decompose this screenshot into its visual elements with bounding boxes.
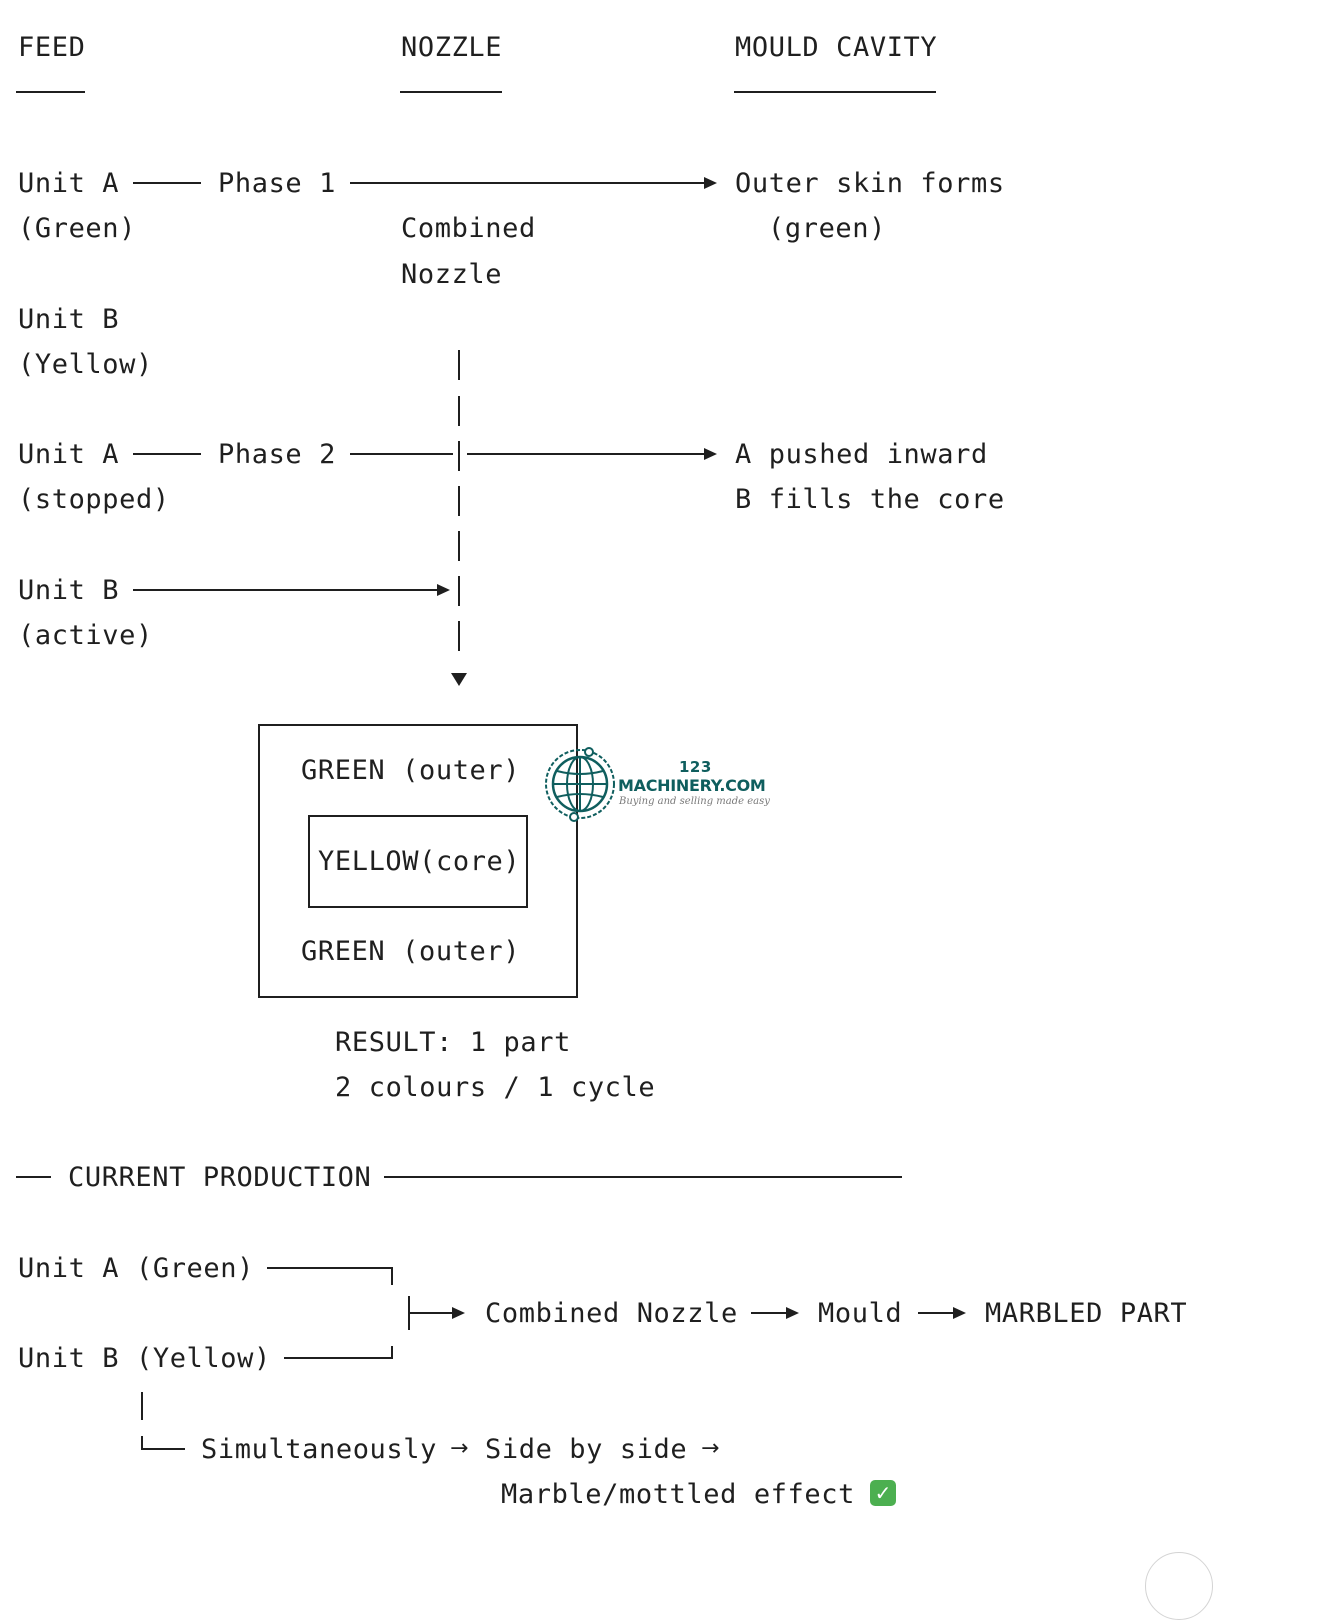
header-nozzle: NOZZLE — [401, 32, 503, 63]
header-feed: FEED — [18, 32, 86, 63]
phase1-unit-b: Unit B — [18, 304, 120, 335]
globe-gear-icon — [545, 747, 615, 822]
unit-a-bracket-drop — [391, 1267, 393, 1285]
merge-arrow-line — [409, 1312, 453, 1314]
check-mark-button-icon: ✓ — [870, 1480, 896, 1506]
current-side-by-side: Side by side — [485, 1434, 688, 1465]
branch-vline — [141, 1392, 143, 1420]
decorative-ring — [1145, 1552, 1213, 1620]
current-production-heading: CURRENT PRODUCTION — [68, 1162, 372, 1193]
header-mould-underline — [734, 91, 936, 93]
section-rule-right — [384, 1176, 902, 1178]
phase1-arrow-line — [350, 182, 705, 184]
phase1-label: Phase 1 — [218, 168, 336, 199]
part-outer-top-label: GREEN (outer) — [301, 755, 521, 786]
part-outer-bottom-label: GREEN (outer) — [301, 936, 521, 967]
phase2-label: Phase 2 — [218, 439, 336, 470]
unit-b-bracket-rise — [391, 1346, 393, 1358]
right-arrow-icon: → — [701, 1436, 720, 1461]
phase1-unit-a: Unit A — [18, 168, 120, 199]
current-mould: Mould — [818, 1298, 903, 1329]
part-core-label: YELLOW(core) — [318, 846, 521, 877]
phase1-unit-b-sub: (Yellow) — [18, 349, 153, 380]
watermark-name: MACHINERY.COM — [618, 776, 766, 795]
branch-vline-corner — [141, 1436, 143, 1449]
nozzle-vline-seg — [458, 576, 460, 606]
phase1-arrowhead — [704, 177, 717, 189]
nozzle-vline-seg — [458, 486, 460, 516]
phase1-connector — [133, 182, 201, 184]
phase2-unit-a-sub: (stopped) — [18, 484, 170, 515]
nozzle-vline-seg — [458, 441, 460, 471]
phase2-unit-b: Unit B — [18, 575, 120, 606]
current-combined-nozzle: Combined Nozzle — [485, 1298, 738, 1329]
phase2-arrow-line — [467, 453, 705, 455]
nozzle-label-line2: Nozzle — [401, 259, 503, 290]
right-arrow-icon: → — [450, 1436, 469, 1461]
part-core-box — [308, 815, 528, 908]
nozzle-to-mould-arrowhead — [786, 1307, 799, 1319]
watermark-number: 123 — [679, 758, 712, 776]
mould-to-part-line — [918, 1312, 954, 1314]
nozzle-vline-seg — [458, 350, 460, 380]
phase2-unit-b-sub: (active) — [18, 620, 153, 651]
watermark-logo: 123 MACHINERY.COM Buying and selling mad… — [542, 744, 782, 824]
unit-b-feed-arrowhead — [437, 584, 450, 596]
branch-hline — [141, 1448, 185, 1450]
phase2-result-line1: A pushed inward — [735, 439, 988, 470]
merge-arrowhead — [452, 1307, 465, 1319]
current-marbled-part: MARBLED PART — [985, 1298, 1188, 1329]
unit-b-feed-line — [133, 589, 439, 591]
nozzle-label-line1: Combined — [401, 213, 536, 244]
watermark-tagline: Buying and selling made easy — [619, 796, 770, 807]
unit-a-bracket-top — [267, 1267, 393, 1269]
unit-b-bracket-bottom — [284, 1357, 393, 1359]
nozzle-vline-seg — [458, 621, 460, 651]
mould-to-part-arrowhead — [953, 1307, 966, 1319]
phase1-unit-a-sub: (Green) — [18, 213, 136, 244]
nozzle-down-arrowhead — [451, 673, 467, 686]
result-line2: 2 colours / 1 cycle — [335, 1072, 656, 1103]
phase2-line-left — [350, 453, 453, 455]
section-rule-left — [16, 1176, 51, 1178]
phase2-arrowhead — [704, 448, 717, 460]
header-mould-cavity: MOULD CAVITY — [735, 32, 938, 63]
nozzle-vline-seg — [458, 531, 460, 561]
header-feed-underline — [16, 91, 85, 93]
phase2-connector — [133, 453, 201, 455]
phase2-result-line2: B fills the core — [735, 484, 1005, 515]
phase1-result-line1: Outer skin forms — [735, 168, 1005, 199]
header-nozzle-underline — [400, 91, 502, 93]
result-line1: RESULT: 1 part — [335, 1027, 571, 1058]
phase2-unit-a: Unit A — [18, 439, 120, 470]
current-effect: Marble/mottled effect — [501, 1479, 855, 1510]
current-unit-a: Unit A (Green) — [18, 1253, 254, 1284]
phase1-result-line2: (green) — [768, 213, 886, 244]
part-outer-box — [258, 724, 578, 998]
current-simultaneously: Simultaneously — [201, 1434, 437, 1465]
nozzle-vline-seg — [458, 396, 460, 426]
nozzle-to-mould-line — [751, 1312, 787, 1314]
current-unit-b: Unit B (Yellow) — [18, 1343, 271, 1374]
